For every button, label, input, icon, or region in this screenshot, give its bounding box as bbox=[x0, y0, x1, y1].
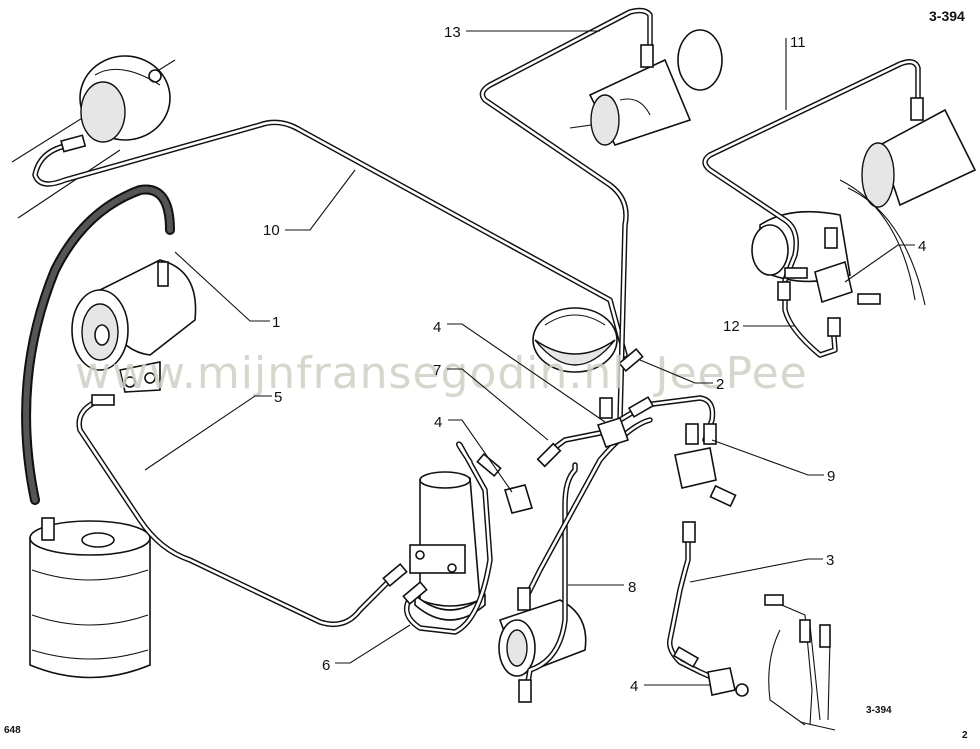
callout-10: 10 bbox=[263, 222, 280, 239]
return-hose bbox=[21, 184, 175, 505]
callout-8: 8 bbox=[628, 579, 636, 596]
callout-11: 11 bbox=[790, 34, 806, 51]
callout-2: 2 bbox=[716, 376, 724, 393]
unions bbox=[60, 44, 924, 703]
accumulator-sphere-center bbox=[532, 307, 618, 373]
pipe-12 bbox=[782, 292, 838, 358]
page-number-right: 2 bbox=[962, 730, 968, 741]
pipe-6 bbox=[403, 441, 493, 635]
pipe-13 bbox=[479, 7, 653, 423]
pipe-3 bbox=[666, 537, 721, 683]
callout-4-right: 4 bbox=[918, 238, 926, 255]
junction-blocks bbox=[503, 260, 853, 697]
accumulator-sphere-left bbox=[11, 55, 176, 219]
callout-6: 6 bbox=[322, 657, 330, 674]
figure-code-top: 3-394 bbox=[929, 8, 965, 24]
figure-code-bottom: 3-394 bbox=[866, 705, 892, 716]
rear-cylinder bbox=[409, 471, 486, 621]
pipe-11 bbox=[702, 59, 921, 283]
fluid-reservoir bbox=[29, 517, 151, 679]
callout-7: 7 bbox=[433, 362, 441, 379]
callout-4-center: 4 bbox=[433, 319, 441, 336]
callouts: 13 11 10 1 4 12 5 4 7 2 4 9 3 bbox=[144, 24, 926, 695]
rear-hose-bundle bbox=[764, 594, 836, 731]
callout-4-bottom: 4 bbox=[630, 678, 638, 695]
hydraulic-pump bbox=[71, 259, 197, 393]
callout-13: 13 bbox=[444, 24, 461, 41]
callout-1: 1 bbox=[272, 314, 280, 331]
pipe-5 bbox=[76, 397, 403, 627]
suspension-cylinder-front-left bbox=[569, 29, 723, 146]
callout-5: 5 bbox=[274, 389, 282, 406]
page-number-left: 648 bbox=[4, 725, 21, 736]
callout-4-lower: 4 bbox=[434, 414, 442, 431]
watermark: www.mijnfransegodin.nl JeePee bbox=[75, 348, 808, 399]
callout-9: 9 bbox=[827, 468, 835, 485]
callout-12: 12 bbox=[723, 318, 740, 335]
pipe-10 bbox=[32, 119, 628, 358]
callout-3: 3 bbox=[826, 552, 834, 569]
